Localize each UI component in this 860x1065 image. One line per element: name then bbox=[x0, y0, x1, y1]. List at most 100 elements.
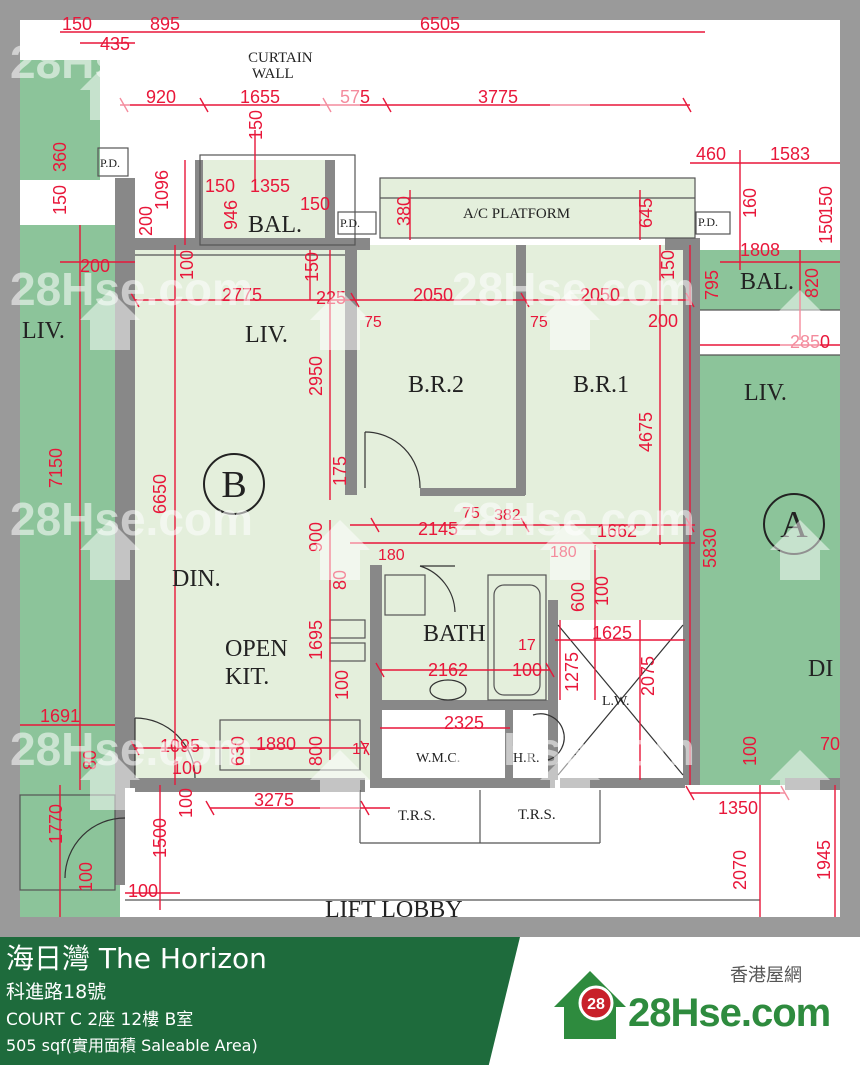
room-balcony-left: BAL. bbox=[248, 212, 302, 238]
dim-380: 380 bbox=[394, 196, 414, 226]
property-unit: COURT C 2座 12樓 B室 bbox=[6, 1010, 194, 1030]
room-living-neighbor-left: LIV. bbox=[22, 318, 65, 344]
dim-920: 920 bbox=[146, 87, 176, 107]
property-address: 科進路18號 bbox=[6, 981, 107, 1003]
dim-200-b: 200 bbox=[80, 256, 110, 276]
dim-6650: 6650 bbox=[150, 474, 170, 514]
dim-17-b: 17 bbox=[352, 741, 370, 758]
dim-1691: 1691 bbox=[40, 706, 80, 726]
dim-795: 795 bbox=[702, 270, 722, 300]
dim-5830: 5830 bbox=[700, 528, 720, 568]
hr-floor bbox=[510, 710, 555, 780]
floor-plan: BAL. A/C PLATFORM P.D. P.D. P.D. LIV. LI… bbox=[10, 14, 840, 923]
room-living-neighbor-right: LIV. bbox=[744, 380, 787, 406]
brand-name: 28Hse.com bbox=[628, 991, 831, 1035]
room-ac-platform: A/C PLATFORM bbox=[463, 206, 570, 222]
balcony-floor bbox=[200, 160, 335, 245]
brand-badge-text: 28 bbox=[587, 996, 605, 1013]
dim-150-c: 150 bbox=[816, 186, 836, 216]
room-dining-neighbor-right: DI bbox=[808, 656, 833, 682]
watermark-text: 28Hse.com bbox=[10, 263, 253, 315]
dim-4675: 4675 bbox=[636, 412, 656, 452]
dim-80-b: 80 bbox=[80, 750, 100, 770]
neighbor-balcony-left bbox=[20, 60, 100, 180]
dim-100-f: 100 bbox=[740, 736, 760, 766]
dim-75-a: 75 bbox=[364, 314, 382, 331]
dim-382: 382 bbox=[494, 507, 521, 524]
curtain-wall-label-2: WALL bbox=[252, 66, 294, 82]
room-pd-middle: P.D. bbox=[340, 216, 360, 230]
room-open-kitchen-line-1: OPEN bbox=[225, 636, 288, 662]
ac-platform-floor bbox=[380, 178, 695, 238]
watermarks: 28Hse.com 28Hse.com 28Hse.com 28Hse.com … bbox=[10, 36, 830, 810]
dim-6505: 6505 bbox=[420, 14, 460, 34]
dim-2950: 2950 bbox=[306, 356, 326, 396]
dim-150-f: 150 bbox=[658, 250, 678, 280]
dim-100-i: 100 bbox=[76, 862, 96, 892]
dim-800: 800 bbox=[306, 736, 326, 766]
curtain-wall-label-1: CURTAIN bbox=[248, 50, 313, 66]
dim-435: 435 bbox=[100, 34, 130, 54]
dim-2050-b: 2050 bbox=[580, 285, 620, 305]
vertical-dimension-labels: 150 360 150 1096 200 100 946 380 645 160… bbox=[46, 110, 836, 892]
dim-100-b: 100 bbox=[592, 576, 612, 606]
dim-100-h: 100 bbox=[128, 881, 158, 901]
dim-1095: 1095 bbox=[160, 736, 200, 756]
dim-17-a: 17 bbox=[518, 637, 536, 654]
dim-1880: 1880 bbox=[256, 734, 296, 754]
dim-2775: 2775 bbox=[222, 285, 262, 305]
dim-1662: 1662 bbox=[597, 521, 637, 541]
dim-150-a: 150 bbox=[205, 176, 235, 196]
watermark-text: 28Hse.com bbox=[10, 723, 253, 775]
dim-2145: 2145 bbox=[418, 519, 458, 539]
neighbor-unit-left-lower bbox=[20, 820, 120, 917]
dim-100-a: 100 bbox=[177, 250, 197, 280]
dim-1275: 1275 bbox=[562, 652, 582, 692]
dim-2075: 2075 bbox=[638, 656, 658, 696]
dim-1583: 1583 bbox=[770, 144, 810, 164]
dim-460: 460 bbox=[696, 144, 726, 164]
dim-150-bal: 150 bbox=[246, 110, 266, 140]
dim-2070: 2070 bbox=[730, 850, 750, 890]
dim-1695: 1695 bbox=[306, 620, 326, 660]
dim-150-e: 150 bbox=[302, 252, 322, 282]
watermark-text: 28Hse.com bbox=[10, 493, 253, 545]
dim-100-g: 100 bbox=[176, 788, 196, 818]
dim-645: 645 bbox=[636, 198, 656, 228]
brand-logo: 香港屋網 28 28Hse.com bbox=[550, 951, 850, 1051]
house-logo-icon: 28 bbox=[554, 971, 626, 1039]
room-bedroom-2: B.R.2 bbox=[408, 372, 464, 398]
watermark-house-icons bbox=[80, 60, 830, 810]
dim-100-c: 100 bbox=[512, 660, 542, 680]
dim-1945: 1945 bbox=[814, 840, 834, 880]
dim-1625: 1625 bbox=[592, 623, 632, 643]
dim-895: 895 bbox=[150, 14, 180, 34]
dim-160: 160 bbox=[740, 188, 760, 218]
dim-630: 630 bbox=[228, 736, 248, 766]
dim-946: 946 bbox=[221, 200, 241, 230]
dim-1355: 1355 bbox=[250, 176, 290, 196]
dim-150-top: 150 bbox=[62, 14, 92, 34]
dim-1350: 1350 bbox=[718, 798, 758, 818]
dim-200-a: 200 bbox=[136, 206, 156, 236]
neighbor-balcony-right bbox=[700, 250, 840, 310]
room-open-kitchen-line-2: KIT. bbox=[225, 664, 269, 690]
dim-150-b: 150 bbox=[300, 194, 330, 214]
property-title: 海日灣 The Horizon bbox=[6, 942, 267, 975]
dim-360: 360 bbox=[50, 142, 70, 172]
watermark-text: 28Hse.com bbox=[10, 36, 253, 88]
dim-1808: 1808 bbox=[740, 240, 780, 260]
dim-2325: 2325 bbox=[444, 713, 484, 733]
room-trs-left: T.R.S. bbox=[398, 808, 436, 824]
dim-150-left: 150 bbox=[50, 185, 70, 215]
room-dining: DIN. bbox=[172, 566, 221, 592]
listing-footer: 海日灣 The Horizon 科進路18號 COURT C 2座 12樓 B室… bbox=[0, 937, 860, 1065]
room-trs-right: T.R.S. bbox=[518, 807, 556, 823]
room-bedroom-1: B.R.1 bbox=[573, 372, 629, 398]
room-hr: H.R. bbox=[513, 751, 539, 766]
dim-180-a: 180 bbox=[378, 547, 405, 564]
dim-175: 175 bbox=[330, 456, 350, 486]
room-pd-left: P.D. bbox=[100, 156, 120, 170]
room-balcony-right: BAL. bbox=[740, 269, 794, 295]
dim-150-d: 150 bbox=[816, 214, 836, 244]
